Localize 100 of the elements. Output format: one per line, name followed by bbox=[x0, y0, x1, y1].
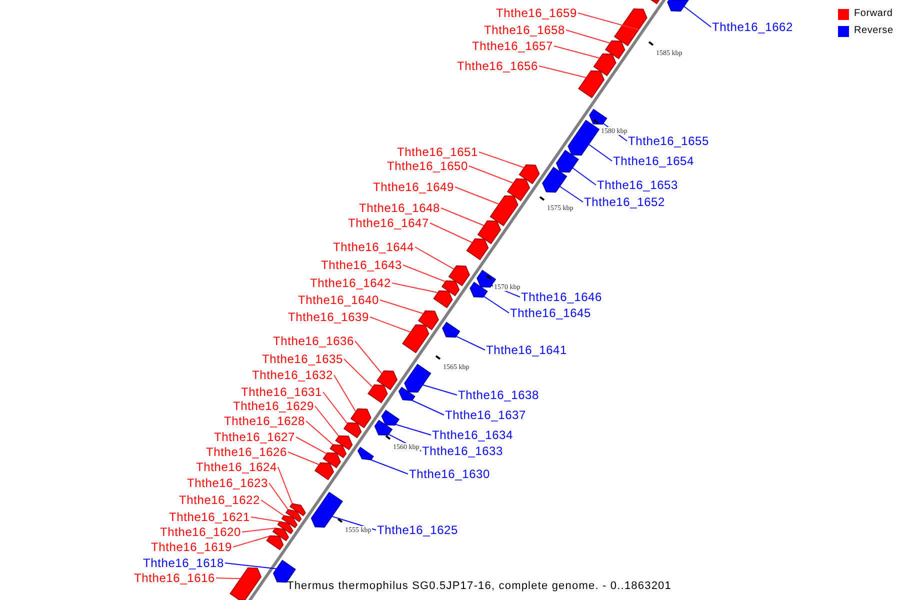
leader-line bbox=[370, 459, 408, 474]
gene-label: Ththe16_1650 bbox=[386, 159, 468, 173]
gene-segment bbox=[335, 435, 353, 450]
gene-label: Ththe16_1641 bbox=[486, 343, 568, 357]
gene-segment bbox=[556, 150, 579, 173]
leader-line bbox=[354, 340, 382, 374]
leader-line bbox=[414, 246, 455, 270]
gene-label: Ththe16_1622 bbox=[178, 493, 260, 507]
gene-label: Ththe16_1645 bbox=[510, 306, 592, 320]
gene-label: Ththe16_1634 bbox=[432, 428, 514, 442]
gene-label: Ththe16_1625 bbox=[377, 523, 458, 537]
gene-label: Ththe16_1636 bbox=[272, 334, 354, 348]
leader-line bbox=[566, 30, 611, 44]
gene-segment bbox=[650, 0, 660, 4]
leader-line bbox=[559, 186, 584, 202]
gene-label: Ththe16_1646 bbox=[521, 290, 602, 304]
gene-label: Ththe16_1653 bbox=[597, 178, 678, 192]
leader-line bbox=[440, 208, 485, 226]
gene-label: Ththe16_1619 bbox=[150, 540, 232, 554]
gene-label: Ththe16_1626 bbox=[206, 445, 287, 459]
leader-line bbox=[306, 420, 334, 446]
leader-line bbox=[402, 264, 446, 282]
gene-label: Ththe16_1627 bbox=[214, 430, 295, 444]
gene-segment bbox=[350, 408, 372, 428]
gene-segment bbox=[490, 195, 518, 226]
gene-segment bbox=[614, 8, 648, 46]
gene-label: Ththe16_1657 bbox=[472, 39, 553, 53]
gene-label: Ththe16_1618 bbox=[142, 556, 224, 570]
leader-line bbox=[278, 466, 293, 504]
gene-label: Ththe16_1639 bbox=[288, 310, 369, 324]
legend-label: Reverse bbox=[854, 24, 894, 38]
leader-line bbox=[370, 316, 412, 333]
gene-segment bbox=[466, 238, 489, 260]
gene-label: Ththe16_1637 bbox=[445, 408, 526, 422]
gene-label: Ththe16_1633 bbox=[422, 444, 504, 458]
gene-segment bbox=[374, 420, 393, 436]
gene-label: Ththe16_1647 bbox=[348, 216, 429, 230]
leader-line bbox=[483, 296, 510, 314]
gene-label: Ththe16_1624 bbox=[196, 460, 277, 474]
leader-line bbox=[395, 424, 432, 436]
gene-segment bbox=[433, 290, 453, 308]
gene-segment bbox=[281, 515, 298, 528]
leader-line bbox=[216, 578, 241, 580]
gene-segment bbox=[376, 370, 398, 390]
leader-line bbox=[250, 516, 280, 522]
gene-segment bbox=[330, 444, 347, 458]
leader-line bbox=[588, 144, 612, 162]
gene-label: Ththe16_1640 bbox=[298, 293, 379, 307]
leader-line bbox=[224, 562, 277, 570]
leader-line bbox=[430, 222, 473, 244]
gene-segment bbox=[285, 509, 302, 522]
gene-segment bbox=[568, 120, 600, 156]
leader-line bbox=[288, 452, 320, 466]
gene-segment bbox=[418, 310, 439, 330]
gene-label: Ththe16_1649 bbox=[372, 180, 454, 194]
gene-segment bbox=[442, 322, 460, 338]
gene-segment bbox=[593, 53, 616, 76]
leader-line bbox=[478, 152, 525, 168]
gene-label: Ththe16_1648 bbox=[358, 201, 440, 215]
leader-line bbox=[296, 436, 328, 454]
gene-segment bbox=[290, 503, 306, 516]
gene-segment bbox=[477, 220, 502, 244]
gene-segment bbox=[357, 446, 374, 460]
gene-label: Ththe16_1630 bbox=[409, 467, 490, 481]
leader-line bbox=[468, 166, 514, 184]
gene-label: Ththe16_1638 bbox=[458, 388, 540, 402]
gene-segment bbox=[604, 40, 626, 60]
leader-line bbox=[538, 66, 587, 78]
gene-segment bbox=[343, 422, 362, 438]
gene-label: Ththe16_1662 bbox=[712, 20, 794, 34]
gene-label: Ththe16_1651 bbox=[396, 145, 478, 159]
gene-label: Ththe16_1616 bbox=[134, 571, 215, 585]
leader-line bbox=[578, 12, 640, 30]
leader-line bbox=[260, 500, 284, 516]
leader-line bbox=[572, 167, 596, 186]
leader-line bbox=[268, 482, 289, 510]
gene-segment bbox=[272, 560, 296, 583]
gene-label: Ththe16_1644 bbox=[332, 240, 414, 254]
gene-segment bbox=[322, 452, 341, 468]
leader-line bbox=[242, 528, 276, 532]
gene-segment bbox=[589, 108, 608, 125]
gene-segment bbox=[230, 567, 262, 600]
gene-segment bbox=[402, 324, 430, 354]
leader-line bbox=[380, 300, 424, 314]
leader-line bbox=[314, 406, 340, 437]
gene-label: Ththe16_1655 bbox=[628, 134, 710, 148]
gene-label: Ththe16_1623 bbox=[186, 476, 268, 490]
gene-segment bbox=[381, 410, 400, 426]
gene-segment bbox=[310, 492, 343, 528]
gene-segment bbox=[476, 270, 496, 288]
leader-line bbox=[554, 46, 600, 59]
leader-line bbox=[684, 6, 712, 28]
gene-segment bbox=[448, 265, 470, 286]
gene-label: Ththe16_1621 bbox=[168, 510, 250, 524]
gene-segment bbox=[368, 384, 388, 404]
gene-label: Ththe16_1643 bbox=[320, 258, 402, 272]
gene-segment bbox=[314, 462, 334, 480]
leader-line bbox=[392, 282, 438, 294]
gene-label: Ththe16_1652 bbox=[584, 195, 666, 209]
gene-label: Ththe16_1659 bbox=[496, 6, 577, 20]
